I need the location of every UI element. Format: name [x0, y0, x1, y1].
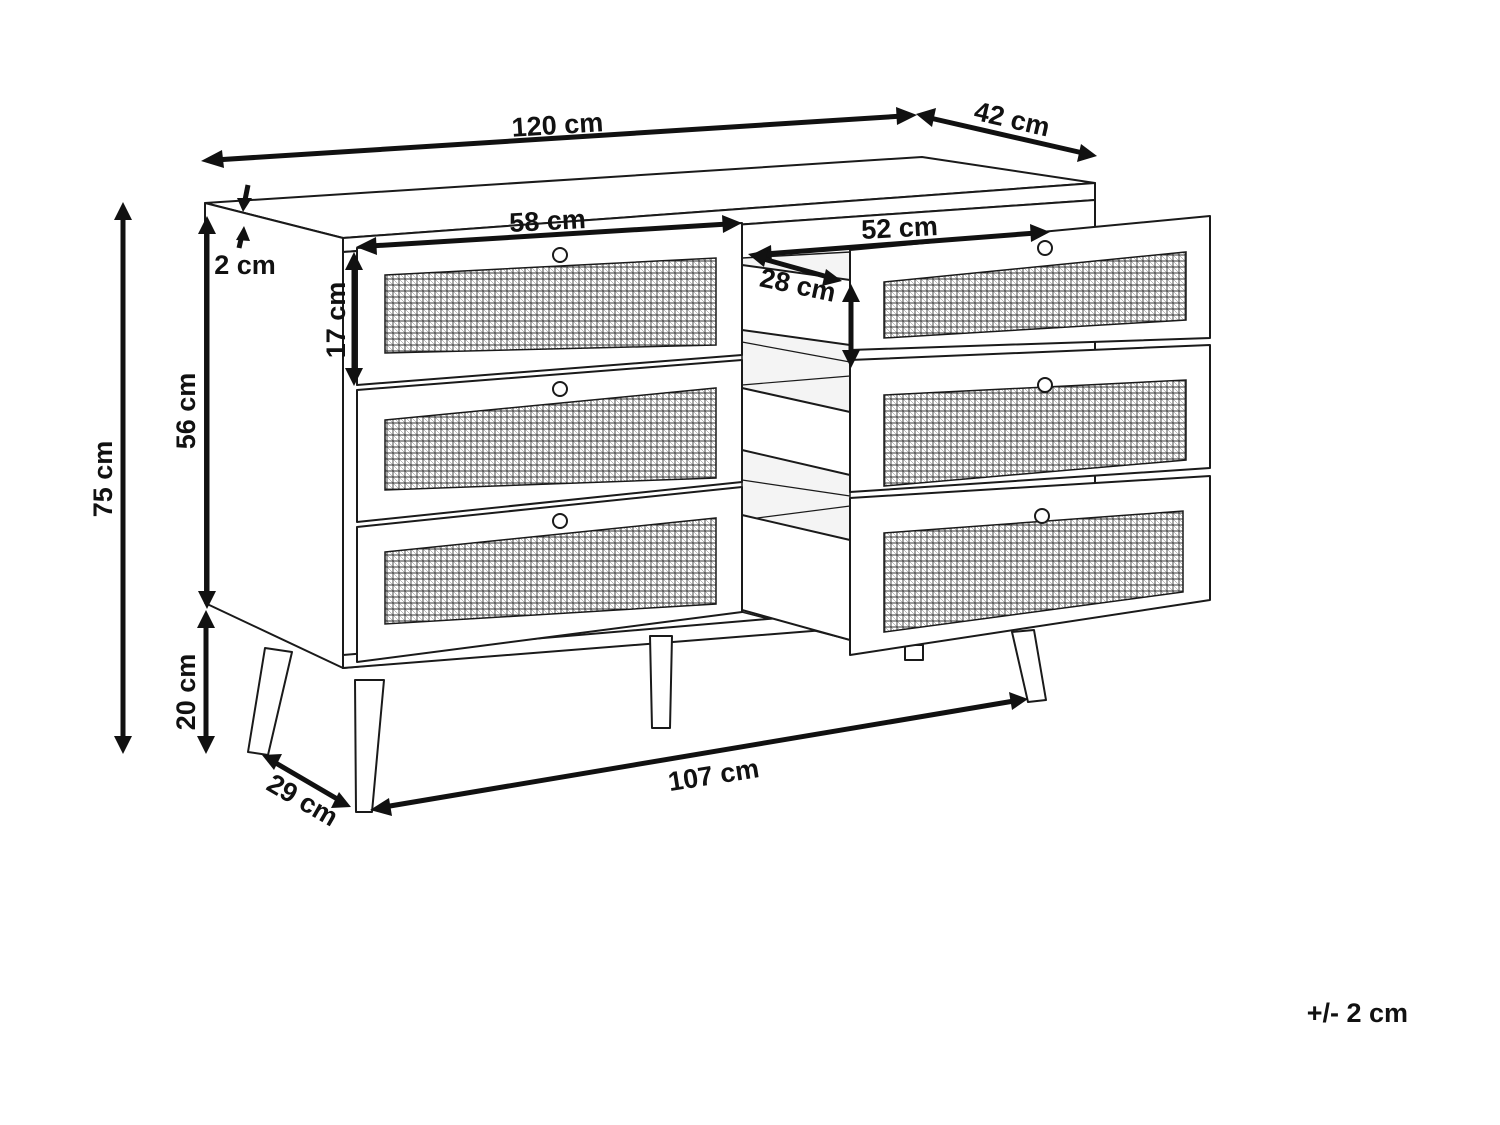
leg-height-line [197, 610, 215, 754]
leg-height-label: 20 cm [171, 654, 201, 731]
leg-span-depth-line [262, 754, 351, 808]
drawer-depth-line [748, 250, 842, 286]
top-thickness-label: 2 cm [214, 250, 276, 280]
top-thickness-line [236, 184, 252, 249]
drawer-height-line [345, 252, 363, 386]
leg-span-width-line [370, 692, 1028, 816]
left-drawer-width-line [356, 215, 742, 255]
total-height-label: 75 cm [88, 441, 118, 518]
tolerance-note: +/- 2 cm [1307, 998, 1408, 1028]
left-drawers [356, 222, 743, 663]
body-height-label: 56 cm [171, 373, 201, 450]
sideboard-drawing [204, 156, 1211, 813]
legs [247, 629, 1047, 813]
body-height-line [198, 216, 216, 609]
right-drawer-width-label: 52 cm [861, 211, 939, 245]
drawer-inner-height-line [842, 284, 860, 368]
left-drawer-width-label: 58 cm [509, 204, 587, 238]
total-height-line [114, 202, 132, 754]
leg-span-width-label: 107 cm [666, 753, 761, 797]
dimension-labels: 120 cm 42 cm 58 cm 52 cm 28 cm 17 cm 2 c… [88, 96, 1053, 832]
dimension-lines [114, 107, 1097, 816]
width-label: 120 cm [511, 107, 604, 143]
width-dimension-line [201, 107, 917, 168]
drawer-height-label: 17 cm [321, 282, 351, 359]
open-drawer-boxes [741, 264, 851, 641]
right-drawers [849, 215, 1211, 656]
depth-dimension-line [916, 108, 1097, 162]
